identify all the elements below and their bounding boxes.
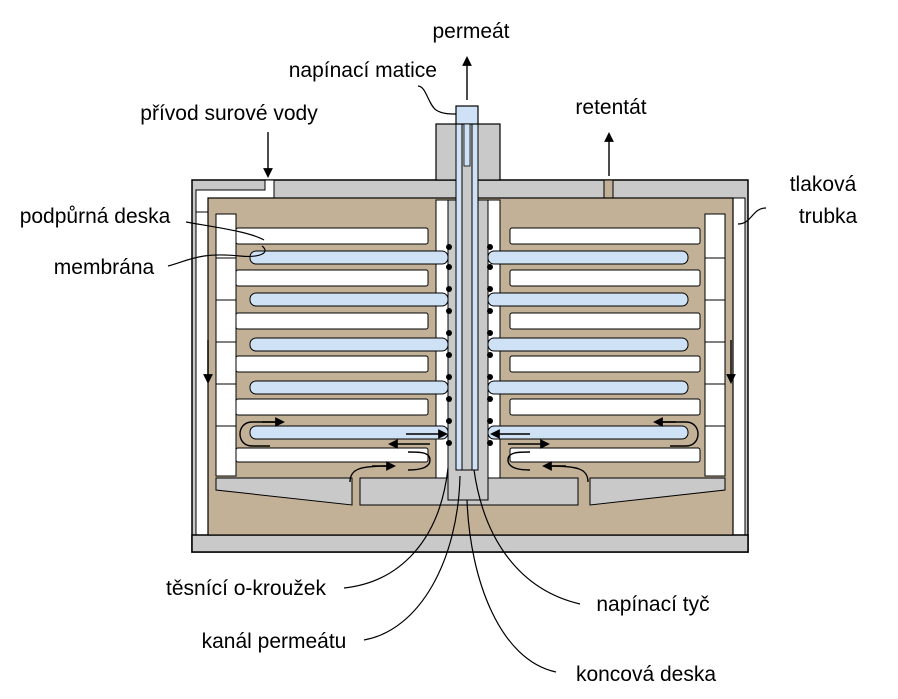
label-koncova-deska: koncová deska: [576, 663, 716, 686]
label-napinaci-matice: napínací matice: [289, 59, 437, 82]
permeate-channel: [455, 105, 479, 471]
label-retentat: retentát: [575, 96, 646, 119]
label-privod-surove-vody: přívod surové vody: [140, 102, 318, 125]
label-tlakova: tlaková: [790, 173, 857, 196]
label-trubka: trubka: [799, 205, 858, 228]
label-podpurna-deska: podpůrná deska: [20, 205, 171, 228]
feed-channels: [235, 227, 701, 463]
o-rings: [446, 244, 493, 446]
label-permeat: permeát: [432, 20, 509, 43]
labels: permeát napínací matice přívod surové vo…: [20, 20, 858, 686]
membrane-permeate-pockets: [249, 250, 689, 440]
label-napinaci-tyc: napínací tyč: [596, 593, 709, 616]
label-kanal-permeatu: kanál permeátu: [202, 630, 347, 653]
flow-arrows: [203, 56, 736, 483]
leader-lines: [167, 85, 767, 673]
label-tesnici-o-krouzek: těsnící o-kroužek: [166, 577, 326, 600]
label-membrana: membrána: [54, 256, 155, 279]
